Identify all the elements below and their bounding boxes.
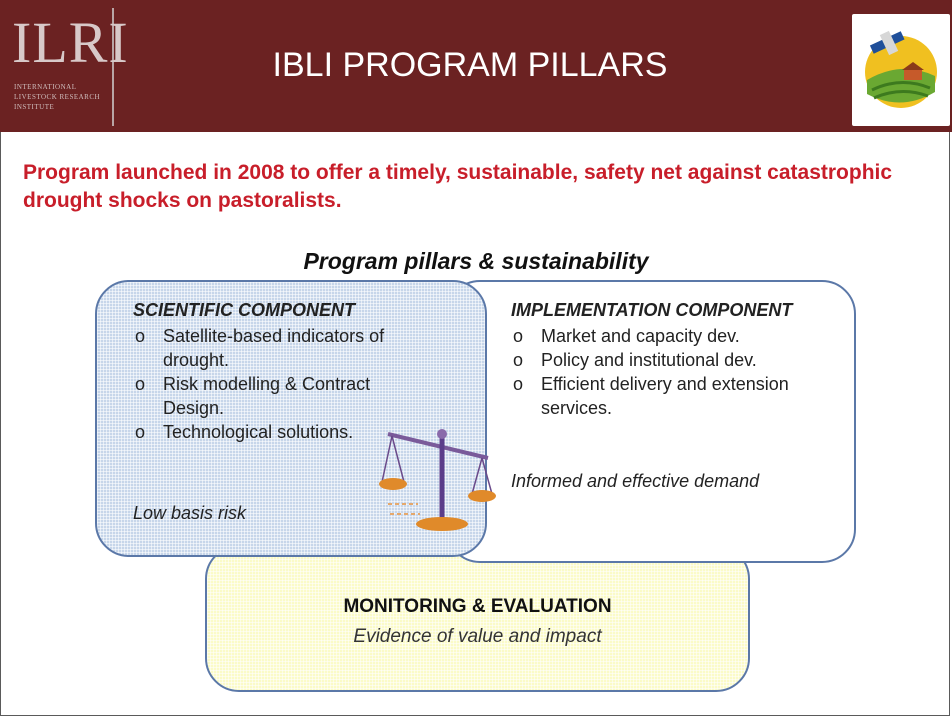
header-band: ILRI INTERNATIONAL LIVESTOCK RESEARCH IN… [0, 0, 952, 132]
list-item: Risk modelling & Contract Design. [133, 372, 433, 420]
monitoring-title: MONITORING & EVALUATION [343, 596, 612, 617]
scientific-title: SCIENTIFIC COMPONENT [133, 300, 356, 320]
implementation-note: Informed and effective demand [511, 471, 760, 491]
list-item: Technological solutions. [133, 420, 433, 444]
list-item: Market and capacity dev. [511, 324, 841, 348]
implementation-title: IMPLEMENTATION COMPONENT [511, 300, 793, 320]
scientific-note: Low basis risk [133, 503, 247, 523]
monitoring-box [205, 545, 750, 692]
program-intro: Program launched in 2008 to offer a time… [23, 161, 893, 212]
ibli-logo-icon [852, 14, 950, 126]
monitoring-subtitle: Evidence of value and impact [353, 626, 602, 647]
scientific-component: SCIENTIFIC COMPONENT Satellite-based ind… [133, 300, 433, 444]
balance-scale-icon [378, 424, 498, 536]
list-item: Efficient delivery and extension service… [511, 372, 841, 420]
list-item: Satellite-based indicators of drought. [133, 324, 433, 372]
logo-subtitle: INTERNATIONAL LIVESTOCK RESEARCH INSTITU… [14, 83, 101, 111]
list-item: Policy and institutional dev. [511, 348, 841, 372]
scientific-list: Satellite-based indicators of drought. R… [133, 324, 433, 444]
implementation-list: Market and capacity dev. Policy and inst… [511, 324, 841, 420]
pillars-heading: Program pillars & sustainability [303, 248, 649, 274]
logo-text: ILRI [12, 10, 129, 75]
slide-title: IBLI PROGRAM PILLARS [272, 46, 668, 84]
implementation-component: IMPLEMENTATION COMPONENT Market and capa… [511, 300, 841, 420]
ilri-logo: ILRI INTERNATIONAL LIVESTOCK RESEARCH IN… [6, 8, 128, 126]
